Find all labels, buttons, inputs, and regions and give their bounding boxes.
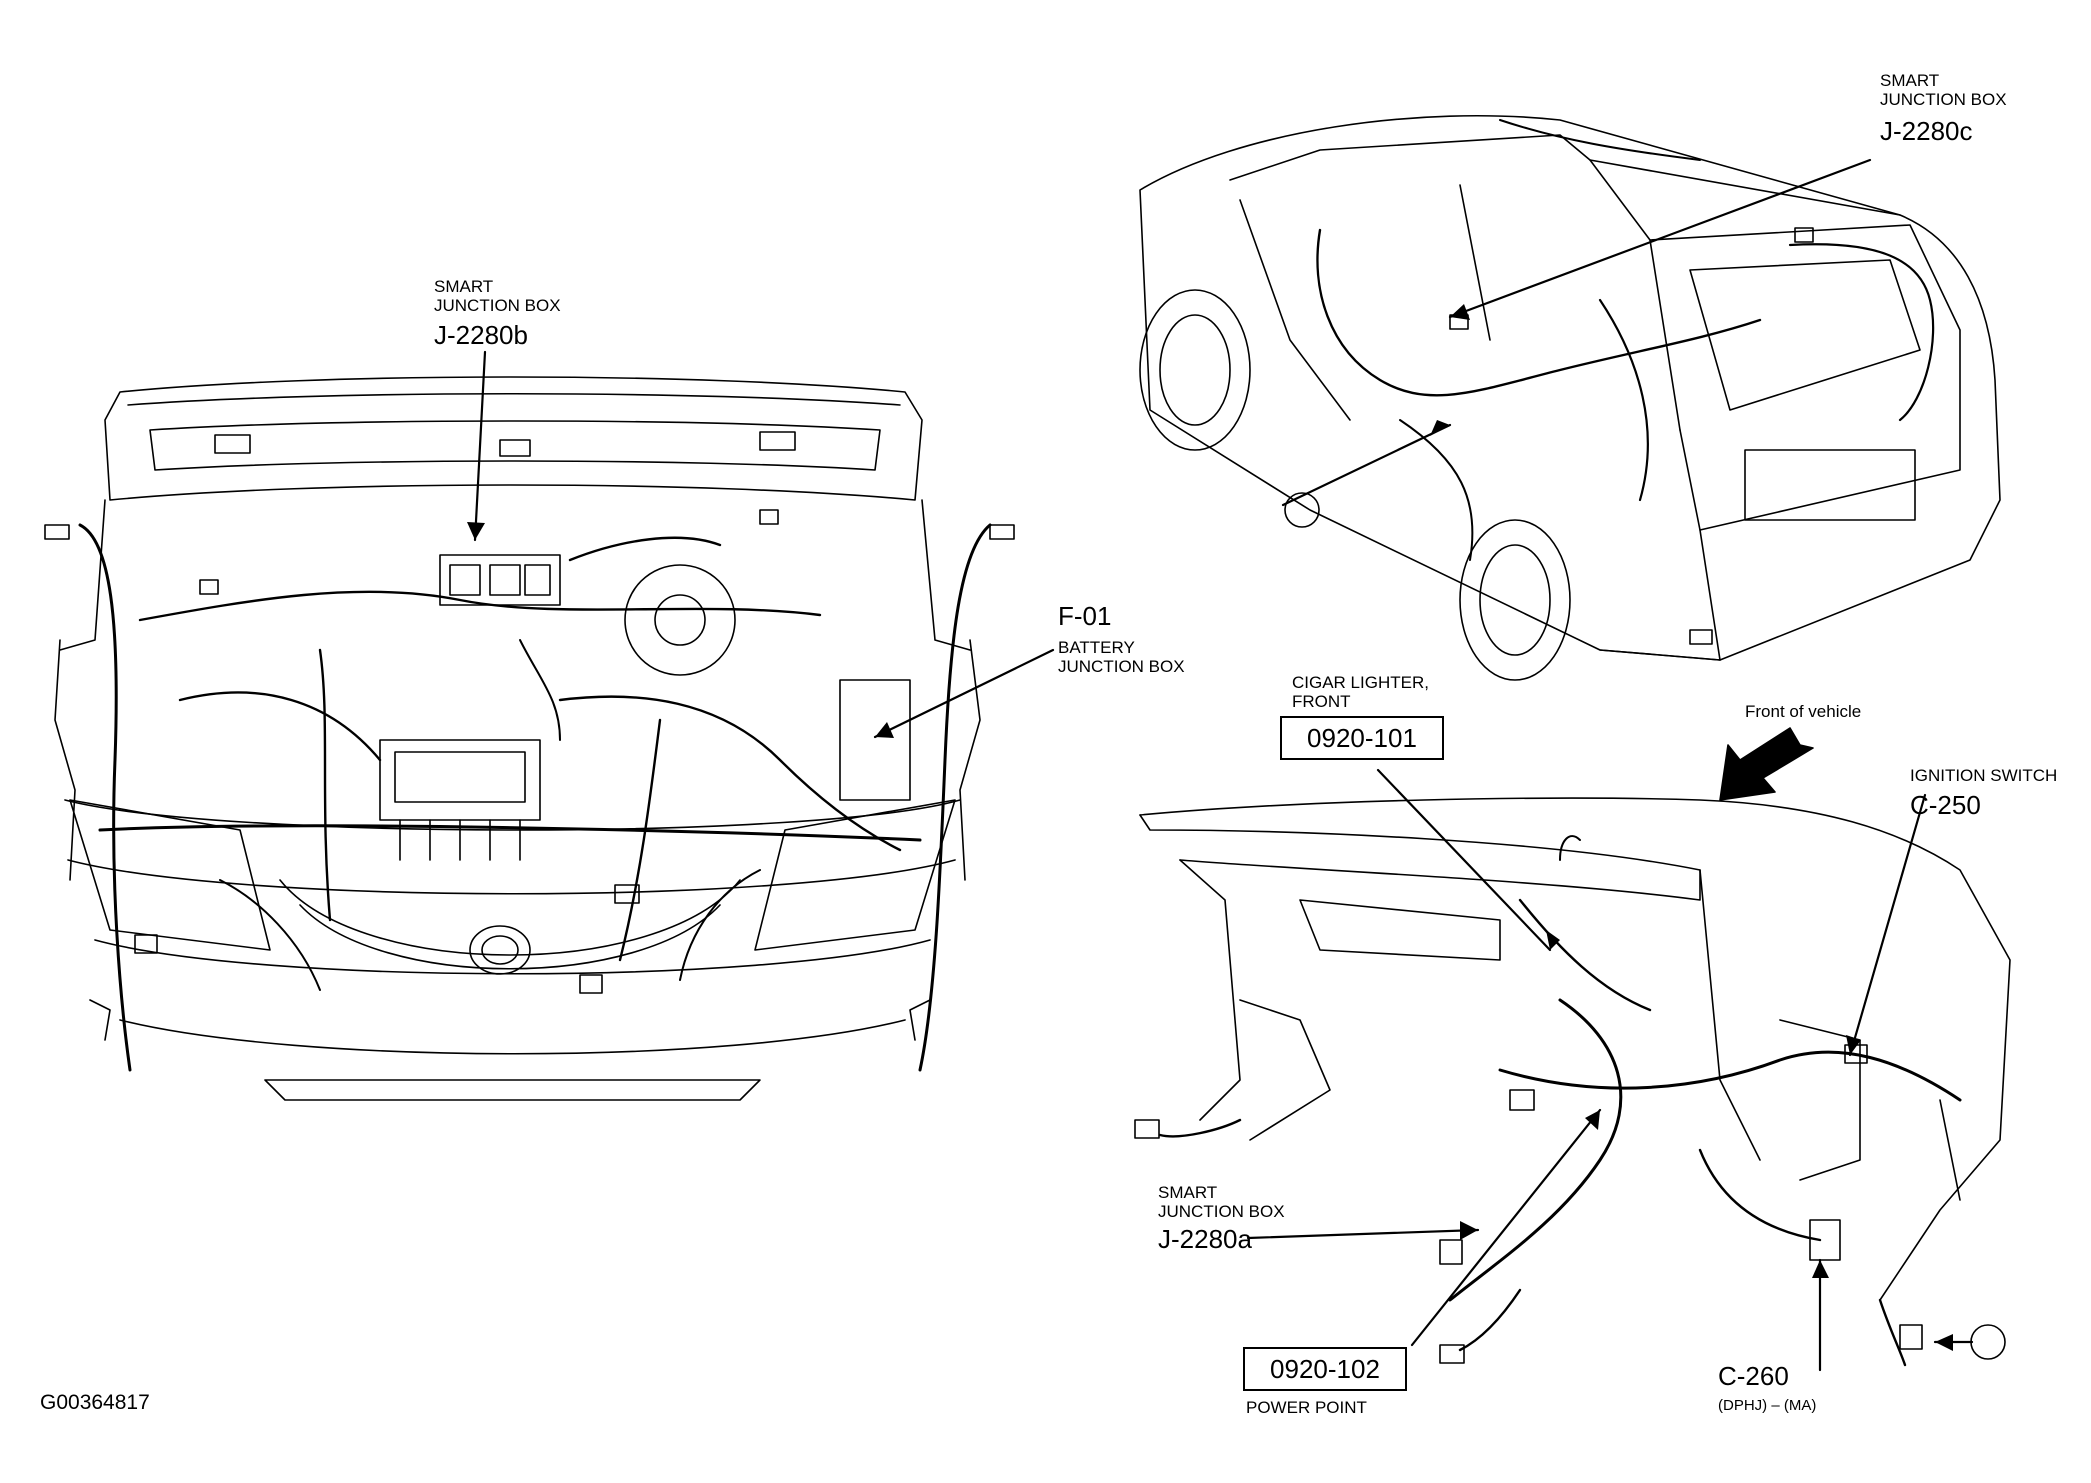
leader-lines — [473, 158, 1974, 1372]
cigar-line1: CIGAR LIGHTER, — [1292, 673, 1429, 692]
cigar-lighter-label: CIGAR LIGHTER, FRONT — [1292, 673, 1429, 711]
callout-14-circle — [1970, 1324, 2006, 1360]
battery-line1: BATTERY — [1058, 638, 1135, 657]
cigar-line2: FRONT — [1292, 692, 1351, 711]
sjb-c-label: SMART JUNCTION BOX — [1880, 71, 2007, 109]
vehicle-rear-illustration — [1139, 114, 2001, 681]
leader-arrowheads — [467, 304, 1953, 1351]
sjb-a-code: J-2280a — [1158, 1224, 1252, 1254]
sjb-c-line2: JUNCTION BOX — [1880, 90, 2007, 109]
front-of-vehicle-label: Front of vehicle — [1745, 702, 1862, 721]
cigar-lighter-code-box: 0920-101 — [1280, 716, 1444, 760]
c260-code: C-260 — [1718, 1361, 1789, 1391]
c260-sub: (DPHJ) – (MA) — [1718, 1397, 1817, 1414]
battery-code: F-01 — [1058, 601, 1112, 631]
engine-bay-illustration — [44, 376, 1015, 1101]
ignition-switch-code: C-250 — [1910, 790, 1981, 820]
power-point-code: 0920-102 — [1270, 1353, 1380, 1384]
instrument-panel-illustration — [1134, 797, 2011, 1367]
battery-label: BATTERY JUNCTION BOX — [1058, 638, 1185, 676]
front-direction-arrow — [1719, 727, 1814, 801]
sjb-a-line2: JUNCTION BOX — [1158, 1202, 1285, 1221]
sjb-b-code: J-2280b — [434, 320, 528, 350]
callout-17-circle — [1284, 492, 1320, 528]
sjb-a-label: SMART JUNCTION BOX — [1158, 1183, 1285, 1221]
sjb-c-line1: SMART — [1880, 71, 1940, 90]
sjb-a-line1: SMART — [1158, 1183, 1218, 1202]
battery-line2: JUNCTION BOX — [1058, 657, 1185, 676]
power-point-code-box: 0920-102 — [1243, 1347, 1407, 1391]
power-point-caption: POWER POINT — [1246, 1398, 1367, 1417]
ignition-switch-label: IGNITION SWITCH — [1910, 766, 2058, 785]
sjb-b-line2: JUNCTION BOX — [434, 296, 561, 315]
sjb-c-code: J-2280c — [1880, 116, 1973, 146]
sjb-b-line1: SMART — [434, 277, 494, 296]
cigar-code: 0920-101 — [1307, 722, 1417, 753]
sjb-b-label: SMART JUNCTION BOX — [434, 277, 561, 315]
figure-id: G00364817 — [40, 1391, 150, 1414]
